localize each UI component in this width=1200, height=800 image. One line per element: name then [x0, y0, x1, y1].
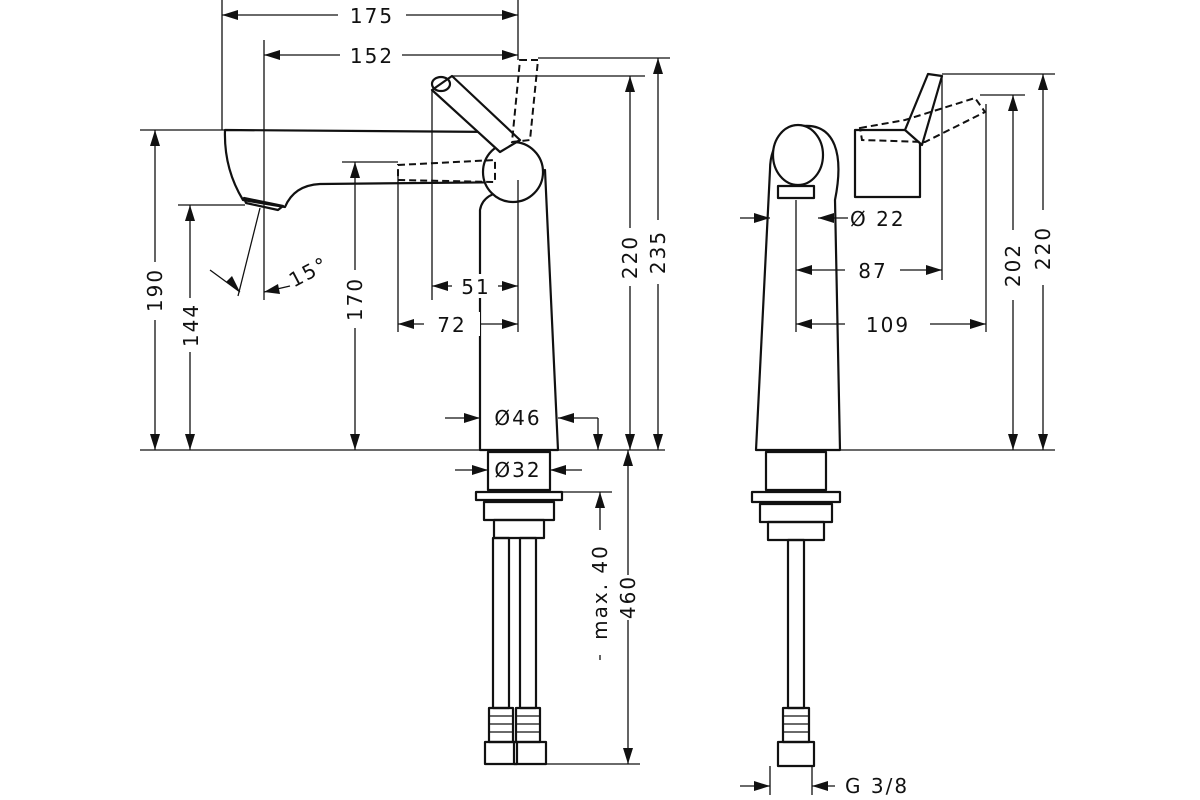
dim-label-220-front: 220: [618, 235, 642, 279]
hose-right-fitting: [514, 706, 542, 744]
mounting-washer: [474, 490, 564, 502]
side-washer: [750, 490, 842, 504]
dim-label-175: 175: [350, 4, 394, 28]
mounting-nut: [482, 500, 556, 522]
dim-label-190: 190: [143, 268, 167, 312]
side-aerator: [776, 184, 816, 200]
dim-label-202: 202: [1001, 243, 1025, 287]
lever-tip: [430, 75, 452, 93]
lever-solid: [430, 74, 522, 154]
hose-right: [518, 536, 538, 710]
dim-label-51: 51: [461, 275, 490, 299]
hose-left: [491, 536, 511, 710]
dim-label-max40: max. 40: [588, 544, 612, 640]
dim-label-220-side: 220: [1031, 226, 1055, 270]
dim-label-87: 87: [858, 259, 887, 283]
side-handle-block: [853, 128, 922, 199]
dim-label-d22: Ø 22: [850, 207, 906, 231]
handle-knob: [481, 140, 545, 204]
side-nut: [758, 502, 834, 524]
dim-label-d32: Ø32: [494, 458, 541, 482]
mount-block: [492, 518, 546, 540]
side-spout-head: [771, 123, 825, 187]
side-hose: [786, 538, 806, 710]
dim-label-144: 144: [179, 303, 203, 347]
side-mount-block: [766, 520, 826, 542]
base-collar: [486, 450, 552, 492]
side-base-collar: [764, 450, 828, 492]
dim-label-g38: G 3/8: [845, 774, 909, 798]
dim-label-109: 109: [866, 313, 910, 337]
side-lever-dashed: [858, 96, 987, 144]
faucet-side-view: [750, 72, 987, 768]
hose-right-nut: [512, 740, 548, 766]
dim-label-235: 235: [646, 230, 670, 274]
side-hose-nut: [776, 740, 816, 768]
hose-left-nut: [483, 740, 519, 766]
hose-left-fitting: [487, 706, 515, 744]
dim-label-15deg: 15°: [285, 251, 333, 292]
dim-label-72: 72: [437, 313, 466, 337]
aerator: [242, 196, 285, 212]
side-hose-fitting: [781, 706, 811, 744]
lever-dashed-side: [397, 158, 496, 184]
dim-label-152: 152: [350, 44, 394, 68]
lever-dashed-up: [510, 59, 540, 144]
dim-label-170: 170: [343, 277, 367, 321]
dim-label-d46: Ø46: [494, 406, 541, 430]
dim-label-460: 460: [616, 575, 640, 619]
